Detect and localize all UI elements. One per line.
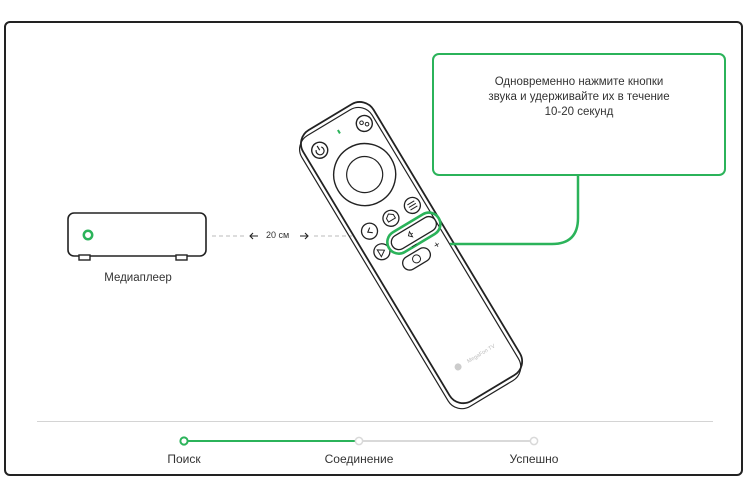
callout-connector bbox=[450, 176, 580, 246]
media-player-icon bbox=[67, 212, 207, 261]
instruction-callout: Одновременно нажмите кнопки звука и удер… bbox=[432, 53, 726, 176]
instruction-line-3: 10-20 секунд bbox=[544, 106, 614, 118]
progress-track bbox=[179, 436, 539, 446]
distance-indicator bbox=[212, 232, 352, 240]
divider bbox=[37, 421, 713, 422]
step-dot-connection bbox=[354, 436, 364, 446]
instruction-line-1: Одновременно нажмите кнопки bbox=[494, 76, 664, 88]
step-label-connection: Соединение bbox=[324, 452, 394, 466]
step-label-search: Поиск bbox=[167, 452, 201, 466]
dialog-frame bbox=[4, 21, 743, 476]
volume-plus-label: + bbox=[432, 239, 443, 252]
step-label-success: Успешно bbox=[509, 452, 559, 466]
step-dot-search bbox=[179, 436, 189, 446]
remote-control-icon bbox=[299, 101, 524, 410]
volume-minus-label: – bbox=[409, 239, 420, 252]
instruction-line-2: звука и удерживайте их в течение bbox=[488, 91, 670, 103]
step-dot-success bbox=[529, 436, 539, 446]
distance-label: 20 см bbox=[266, 230, 290, 240]
media-player-label: Медиаплеер bbox=[104, 272, 172, 284]
instruction-text: Одновременно нажмите кнопки звука и удер… bbox=[459, 75, 699, 120]
